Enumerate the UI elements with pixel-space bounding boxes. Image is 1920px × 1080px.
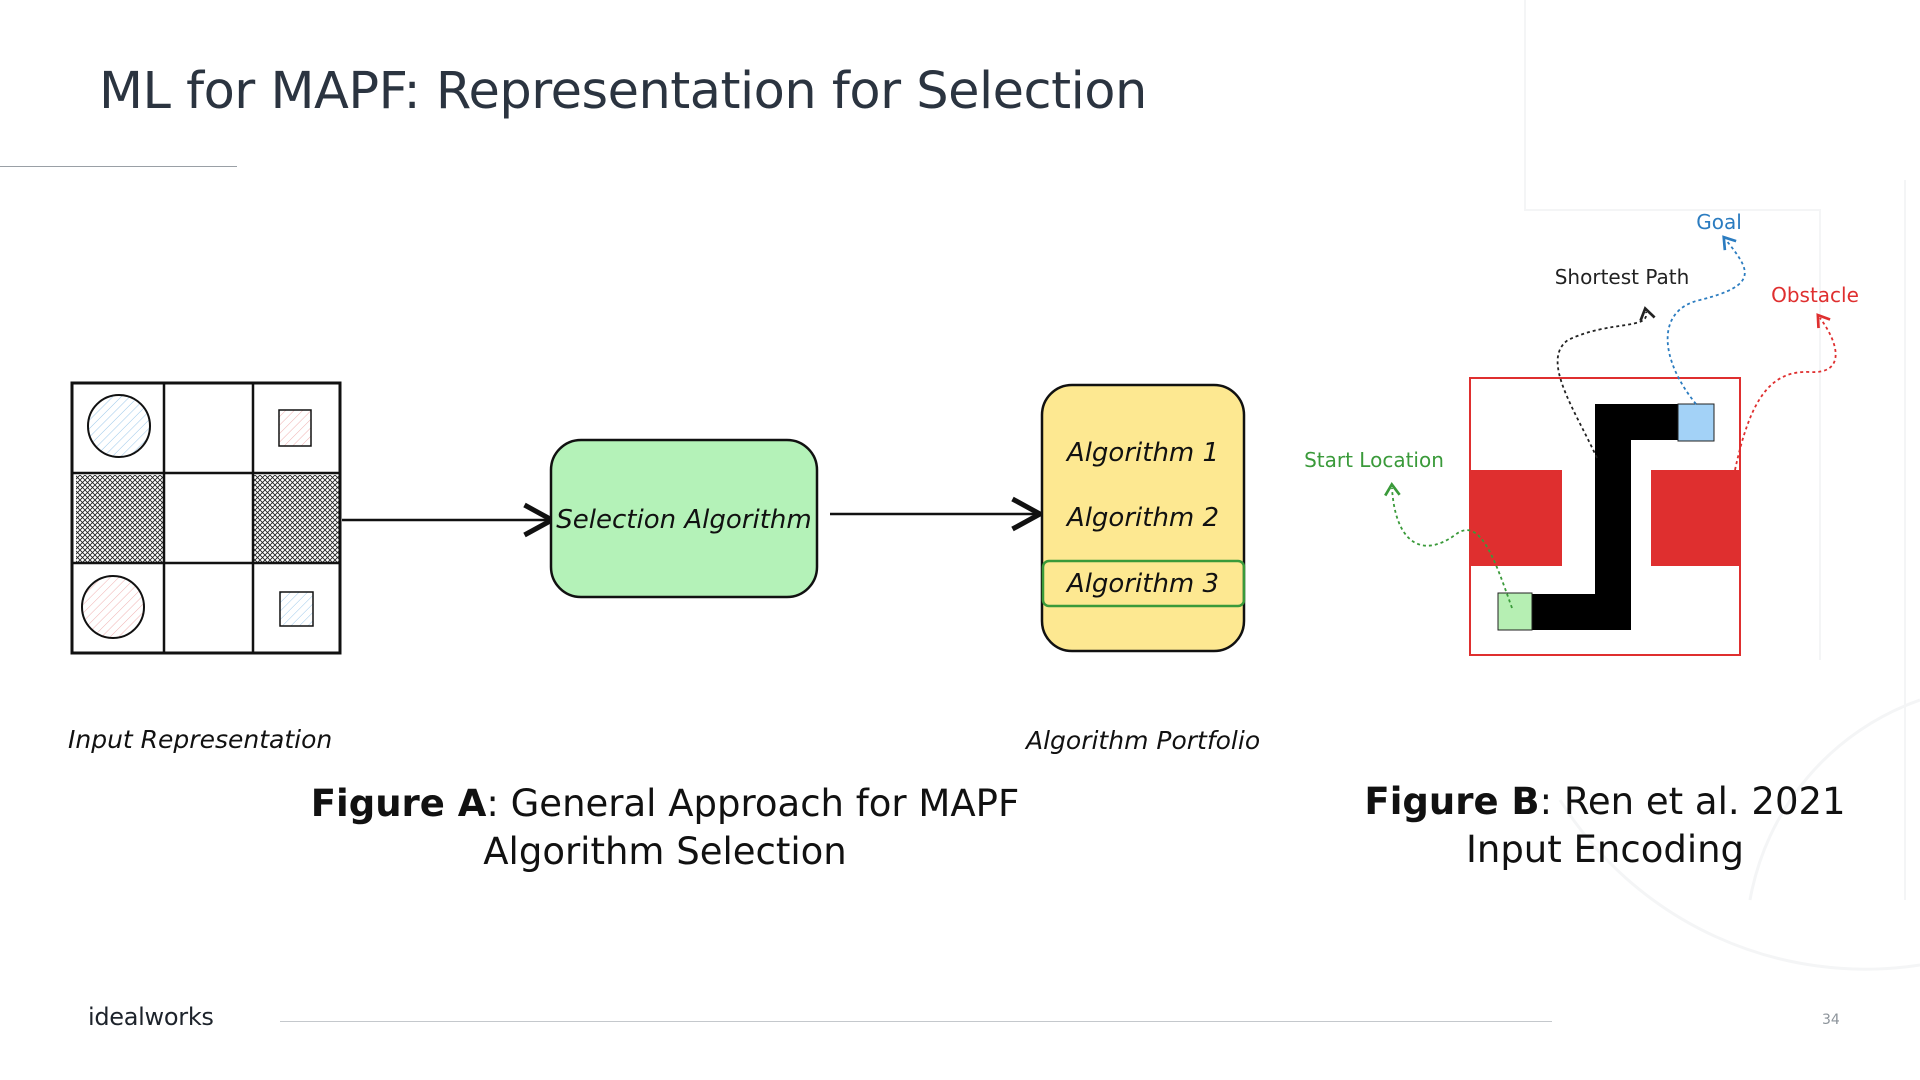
- figure-a-caption-bold: Figure A: [310, 782, 487, 825]
- shortest-path-shape: [1532, 404, 1714, 630]
- footer-divider: [280, 1021, 1552, 1022]
- encoding-grid: [1469, 377, 1741, 656]
- portfolio-item-3: Algorithm 3: [1065, 569, 1219, 599]
- selected-algorithm-highlight: [1041, 559, 1246, 608]
- obstacle-left: [1470, 470, 1562, 566]
- goal-red-square: [278, 409, 312, 447]
- grid-obstacle-cell: [253, 475, 339, 563]
- selection-algorithm-label: Selection Algorithm: [556, 505, 811, 535]
- brand-logo: idealworks: [88, 1003, 214, 1031]
- obstacle-pointer: [1734, 313, 1837, 471]
- goal-cell: [1677, 403, 1715, 442]
- title-divider: [0, 166, 237, 167]
- goal-label: Goal: [1696, 210, 1742, 234]
- start-pointer: [1384, 481, 1513, 609]
- agent-blue-circle: [87, 394, 151, 458]
- slide-title: ML for MAPF: Representation for Selectio…: [99, 62, 1147, 121]
- goal-blue-square: [279, 591, 314, 627]
- selection-algorithm-box: Selection Algorithm: [549, 438, 819, 599]
- figure-a-caption: Figure A: General Approach for MAPF Algo…: [230, 780, 1100, 876]
- agent-red-circle: [81, 575, 145, 639]
- input-representation-grid: [70, 381, 342, 655]
- figure-a-caption-text: : General Approach for MAPF Algorithm Se…: [483, 782, 1020, 873]
- obstacle-right: [1651, 470, 1740, 566]
- start-location-label: Start Location: [1304, 448, 1444, 472]
- figure-b-caption-bold: Figure B: [1364, 780, 1540, 823]
- algorithm-portfolio-box: Algorithm 1 Algorithm 2 Algorithm 3: [1040, 383, 1246, 653]
- page-number: 34: [1822, 1012, 1840, 1028]
- obstacle-label: Obstacle: [1771, 283, 1859, 307]
- shortest-path-label: Shortest Path: [1555, 265, 1690, 289]
- algorithm-portfolio-label: Algorithm Portfolio: [1024, 726, 1260, 755]
- shortest-path-pointer: [1556, 306, 1656, 459]
- portfolio-item-2: Algorithm 2: [1065, 503, 1219, 533]
- figure-b-caption: Figure B: Ren et al. 2021 Input Encoding: [1360, 778, 1850, 874]
- goal-pointer: [1666, 235, 1746, 405]
- grid-obstacle-cell: [76, 475, 164, 563]
- figure-b-caption-text: : Ren et al. 2021 Input Encoding: [1465, 780, 1846, 871]
- portfolio-item-1: Algorithm 1: [1065, 438, 1219, 468]
- start-cell: [1497, 592, 1533, 631]
- input-representation-label: Input Representation: [68, 725, 332, 754]
